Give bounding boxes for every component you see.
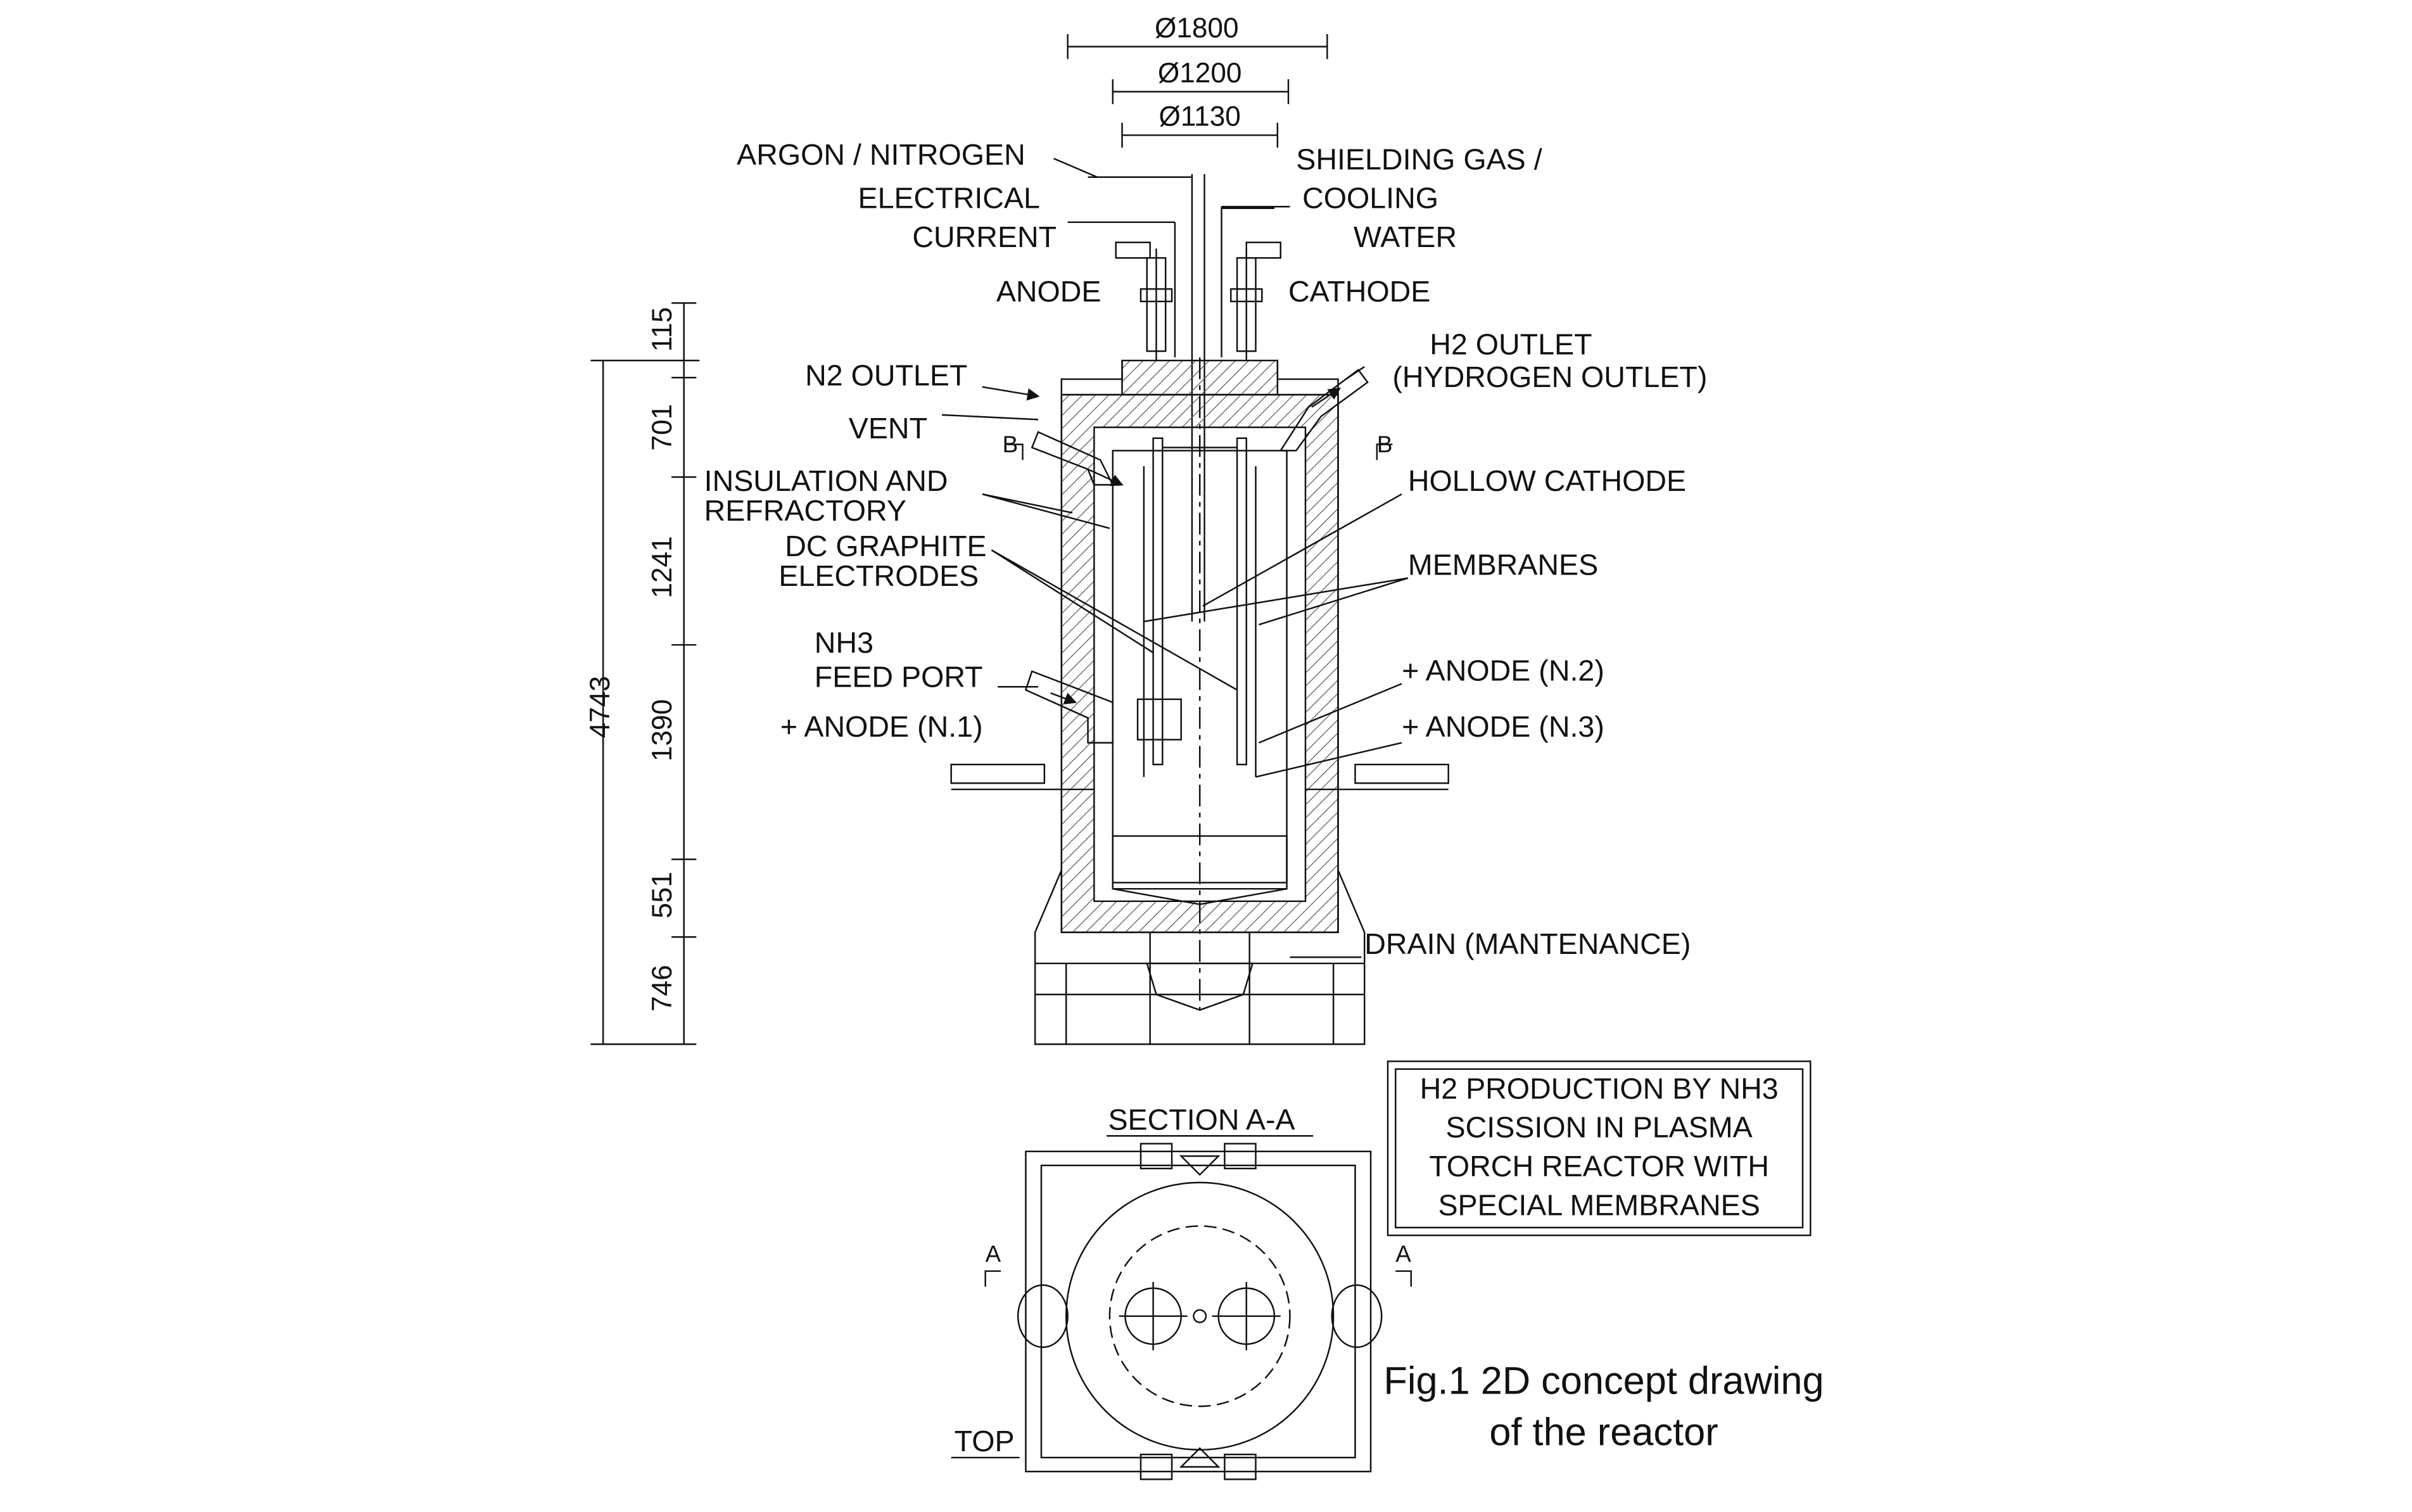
- dim-1390: 1390: [647, 699, 678, 761]
- title-box: H2 PRODUCTION BY NH3 SCISSION IN PLASMA …: [1420, 1072, 1779, 1221]
- label-water: WATER: [1354, 220, 1457, 253]
- label-hollow-cathode: HOLLOW CATHODE: [1408, 464, 1686, 497]
- label-current: CURRENT: [912, 220, 1057, 253]
- title-box-line1: H2 PRODUCTION BY NH3: [1420, 1072, 1779, 1105]
- label-n2-outlet: N2 OUTLET: [805, 359, 967, 391]
- section-b-left: B: [1003, 431, 1019, 457]
- dim-551: 551: [647, 872, 678, 918]
- label-insulation: INSULATION AND: [704, 464, 948, 497]
- label-top: TOP: [955, 1425, 1015, 1458]
- reactor-body: [950, 357, 1449, 1045]
- dim-d1200: Ø1200: [1158, 58, 1242, 89]
- label-h2-outlet: H2 OUTLET: [1430, 327, 1592, 360]
- title-box-line2: SCISSION IN PLASMA: [1446, 1111, 1753, 1144]
- label-refractory: REFRACTORY: [704, 494, 906, 527]
- label-cooling: COOLING: [1302, 182, 1438, 215]
- section-a-right: A: [1395, 1241, 1411, 1267]
- dim-115: 115: [647, 307, 678, 352]
- label-membranes: MEMBRANES: [1408, 549, 1598, 581]
- dimension-text: Ø1800 Ø1200 Ø1130 4743 115 701 1241 1390…: [585, 13, 1241, 1012]
- section-a-left: A: [986, 1241, 1001, 1267]
- line-work: [590, 34, 1812, 1480]
- label-dc-graphite: DC GRAPHITE: [785, 530, 986, 562]
- section-b-right: B: [1377, 431, 1393, 457]
- dim-746: 746: [647, 965, 678, 1012]
- label-h2-outlet-sub: (HYDROGEN OUTLET): [1392, 360, 1707, 393]
- top-dimensions: [1067, 34, 1328, 148]
- component-labels: ARGON / NITROGEN ELECTRICAL CURRENT SHIE…: [704, 138, 1708, 1458]
- dim-total-height: 4743: [585, 676, 616, 738]
- label-cathode: CATHODE: [1288, 275, 1430, 308]
- dim-d1800: Ø1800: [1155, 13, 1239, 44]
- dim-701: 701: [647, 404, 678, 451]
- dim-1241: 1241: [647, 536, 678, 598]
- figure-caption: Fig.1 2D concept drawing of the reactor: [1383, 1358, 1824, 1453]
- label-anode-n2: + ANODE (N.2): [1402, 654, 1604, 687]
- dim-d1130: Ø1130: [1159, 101, 1241, 132]
- label-vent: VENT: [849, 412, 927, 445]
- label-shielding: SHIELDING GAS /: [1296, 143, 1542, 175]
- label-drain: DRAIN (MANTENANCE): [1364, 927, 1691, 960]
- label-anode-n1: + ANODE (N.1): [780, 710, 983, 743]
- vertical-dimensions: [590, 302, 700, 1045]
- title-box-line4: SPECIAL MEMBRANES: [1438, 1188, 1760, 1221]
- label-anode: ANODE: [996, 275, 1101, 308]
- title-box-frame: [1387, 1060, 1812, 1236]
- caption-line2: of the reactor: [1489, 1409, 1718, 1453]
- label-section-aa: SECTION A-A: [1108, 1103, 1295, 1136]
- section-aa: [951, 1135, 1412, 1480]
- leader-lines: [941, 158, 1409, 958]
- title-box-line3: TORCH REACTOR WITH: [1429, 1150, 1769, 1183]
- label-electrical: ELECTRICAL: [858, 182, 1039, 215]
- label-anode-n3: + ANODE (N.3): [1402, 710, 1604, 743]
- label-feed-port: FEED PORT: [815, 660, 983, 693]
- caption-line1: Fig.1 2D concept drawing: [1383, 1358, 1824, 1402]
- label-nh3: NH3: [815, 626, 873, 659]
- label-argon: ARGON / NITROGEN: [737, 138, 1025, 171]
- label-electrodes: ELECTRODES: [778, 559, 979, 592]
